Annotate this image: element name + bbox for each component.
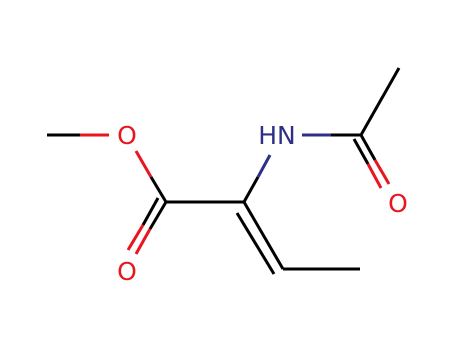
bond-amide-co-a: [359, 134, 377, 161]
bond-amide-co-a-red: [373, 159, 391, 185]
bond-cc-double-b: [235, 212, 276, 275]
bond-co-double-a: [148, 201, 168, 230]
bond-cc-double-a: [242, 201, 285, 270]
bond-co-double-a-red: [134, 228, 152, 255]
atom-carbonyl-oxygen: O: [117, 257, 137, 286]
bond-co-double-b-red: [126, 224, 145, 251]
bond-alpha-n: [242, 176, 260, 203]
bond-amide-methyl: [359, 67, 401, 136]
bond-o-carbonyl-black: [149, 176, 168, 203]
atom-ester-oxygen: O: [117, 121, 137, 150]
bond-alpha-n-blue: [256, 154, 272, 178]
bond-amide-co-b: [352, 138, 370, 165]
atom-amide-oxygen: O: [388, 189, 408, 218]
atom-amide-nitrogen: HN: [258, 121, 296, 150]
bond-co-double-b: [141, 197, 160, 226]
bond-amide-co-b-red: [366, 163, 383, 189]
bond-o-carbonyl: [134, 150, 153, 178]
